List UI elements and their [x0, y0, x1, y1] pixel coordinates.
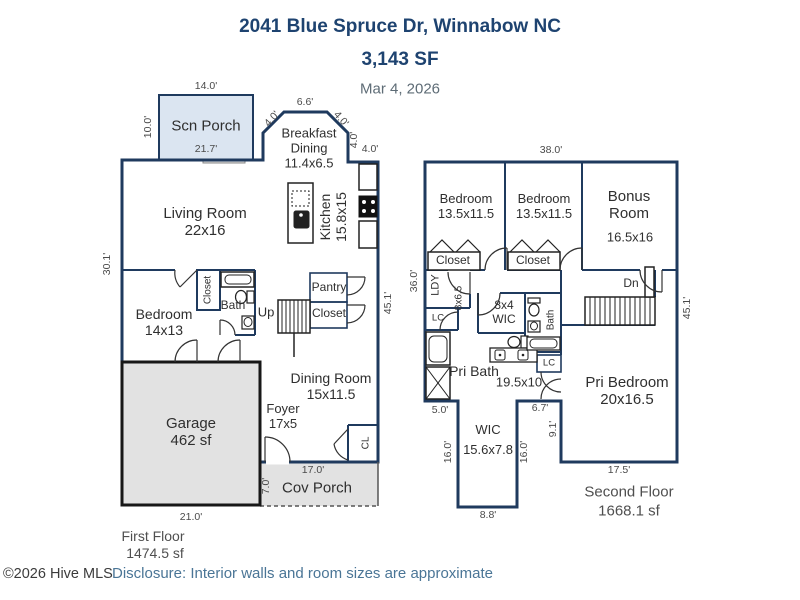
dim-first-left: 30.1'	[100, 252, 113, 276]
dim-bay-top: 6.6'	[296, 95, 314, 108]
closet-label: Closet	[435, 253, 471, 268]
dishwasher-icon	[291, 190, 310, 207]
linen-closet-label: LC	[431, 312, 445, 324]
dim-garage-width: 21.0'	[179, 510, 203, 523]
stove-icon	[358, 195, 378, 218]
first-floor-stairs	[277, 299, 311, 357]
toilet-icon	[527, 297, 541, 304]
dim-cov-porch-height: 7.0'	[259, 477, 272, 495]
stair-rail	[644, 266, 655, 298]
bonus-room-dim: 16.5x16	[606, 229, 654, 245]
first-floor-name: First Floor	[121, 527, 185, 544]
second-floor-name: Second Floor	[584, 483, 674, 501]
laundry-label: LDY	[429, 274, 442, 296]
living-room-label: Living Room 22x16	[163, 204, 247, 239]
counter-icon	[358, 220, 378, 249]
pri-bedroom-label: Pri Bedroom 20x16.5	[585, 373, 669, 408]
cl-closet-label: CL	[360, 436, 372, 450]
closet-label: Closet	[202, 275, 214, 305]
dim-8-8: 8.8'	[479, 508, 497, 521]
second-floor-closets	[427, 239, 561, 271]
second-floor-fixtures	[425, 297, 561, 400]
garage-outline	[120, 360, 262, 507]
dim-6-7: 6.7'	[531, 401, 549, 414]
bedroom-label: Bedroom 14x13	[135, 305, 193, 338]
second-floor-stairs	[584, 266, 656, 326]
dim-porch-height: 10.0'	[141, 115, 154, 139]
linen-closet-label: LC	[542, 357, 556, 369]
page-date: Mar 4, 2026	[359, 80, 441, 98]
bedroom2-label: Bedroom 13.5x11.5	[437, 191, 495, 221]
breakfast-dining-label: Breakfast Dining 11.4x6.5	[281, 125, 337, 171]
toilet-icon	[246, 290, 255, 304]
dim-16-0-left: 16.0'	[441, 440, 454, 464]
cov-porch-label: Cov Porch	[281, 479, 353, 497]
disclosure-text: Disclosure: Interior walls and room size…	[112, 565, 493, 582]
first-floor-area: 1474.5 sf	[126, 544, 184, 561]
dim-9-1: 9.1'	[546, 420, 559, 438]
dim-5-0: 5.0'	[431, 403, 449, 416]
dining-room-label: Dining Room 15x11.5	[290, 369, 372, 402]
wic-label: WIC 15.6x7.8	[463, 421, 513, 457]
stairs-up-label: Up	[257, 304, 275, 320]
page-title-address: 2041 Blue Spruce Dr, Winnabow NC	[239, 16, 561, 37]
dim-17-5: 17.5'	[607, 463, 631, 476]
second-floor-area: 1668.1 sf	[598, 502, 660, 520]
stairs-dn-label: Dn	[623, 276, 639, 291]
page-title-sqft: 3,143 SF	[361, 49, 439, 70]
closet-label: Closet	[515, 253, 551, 268]
small-wic-label: 8x4 WIC	[492, 298, 516, 326]
dim-porch-width: 14.0'	[194, 79, 218, 92]
dim-bay-side: 4.0'	[347, 131, 360, 149]
garage-label: Garage 462 sf	[165, 414, 217, 449]
hall-bath-label: Bath	[545, 309, 557, 331]
foyer-label: Foyer 17x5	[266, 401, 300, 431]
dim-second-top: 38.0'	[539, 143, 563, 156]
copyright-text: ©2026 Hive MLS	[3, 566, 113, 582]
dim-16-0-right: 16.0'	[517, 440, 530, 464]
first-floor-walls	[120, 110, 380, 464]
kitchen-sink-icon	[293, 210, 310, 229]
dim-porch-inner: 21.7'	[194, 142, 218, 155]
bath-label: Bath	[220, 298, 246, 313]
dim-second-left: 36.0'	[407, 269, 420, 293]
fridge-icon	[358, 163, 378, 191]
dim-bay-step: 4.0'	[361, 142, 379, 155]
first-floor-doors	[174, 269, 366, 463]
laundry-dim: 8x6.5	[453, 285, 465, 311]
pantry-label: Pantry	[311, 280, 347, 295]
scn-porch-label: Scn Porch	[171, 117, 241, 135]
closet-label: Closet	[311, 306, 347, 321]
bedroom3-label: Bedroom 13.5x11.5	[515, 191, 573, 221]
second-floor-walls	[423, 160, 679, 509]
dim-first-right: 45.1'	[381, 291, 394, 315]
second-floor-doors	[439, 247, 663, 400]
kitchen-label: Kitchen 15.8x15	[316, 192, 349, 242]
first-floor-fixtures	[220, 163, 378, 330]
dim-cov-porch-width: 17.0'	[301, 463, 325, 476]
pri-bath-dim: 19.5x10	[495, 374, 543, 390]
pri-bath-label: Pri Bath	[449, 362, 499, 379]
bonus-room-label: Bonus Room	[607, 187, 651, 222]
dim-second-right: 45.1'	[680, 296, 693, 320]
